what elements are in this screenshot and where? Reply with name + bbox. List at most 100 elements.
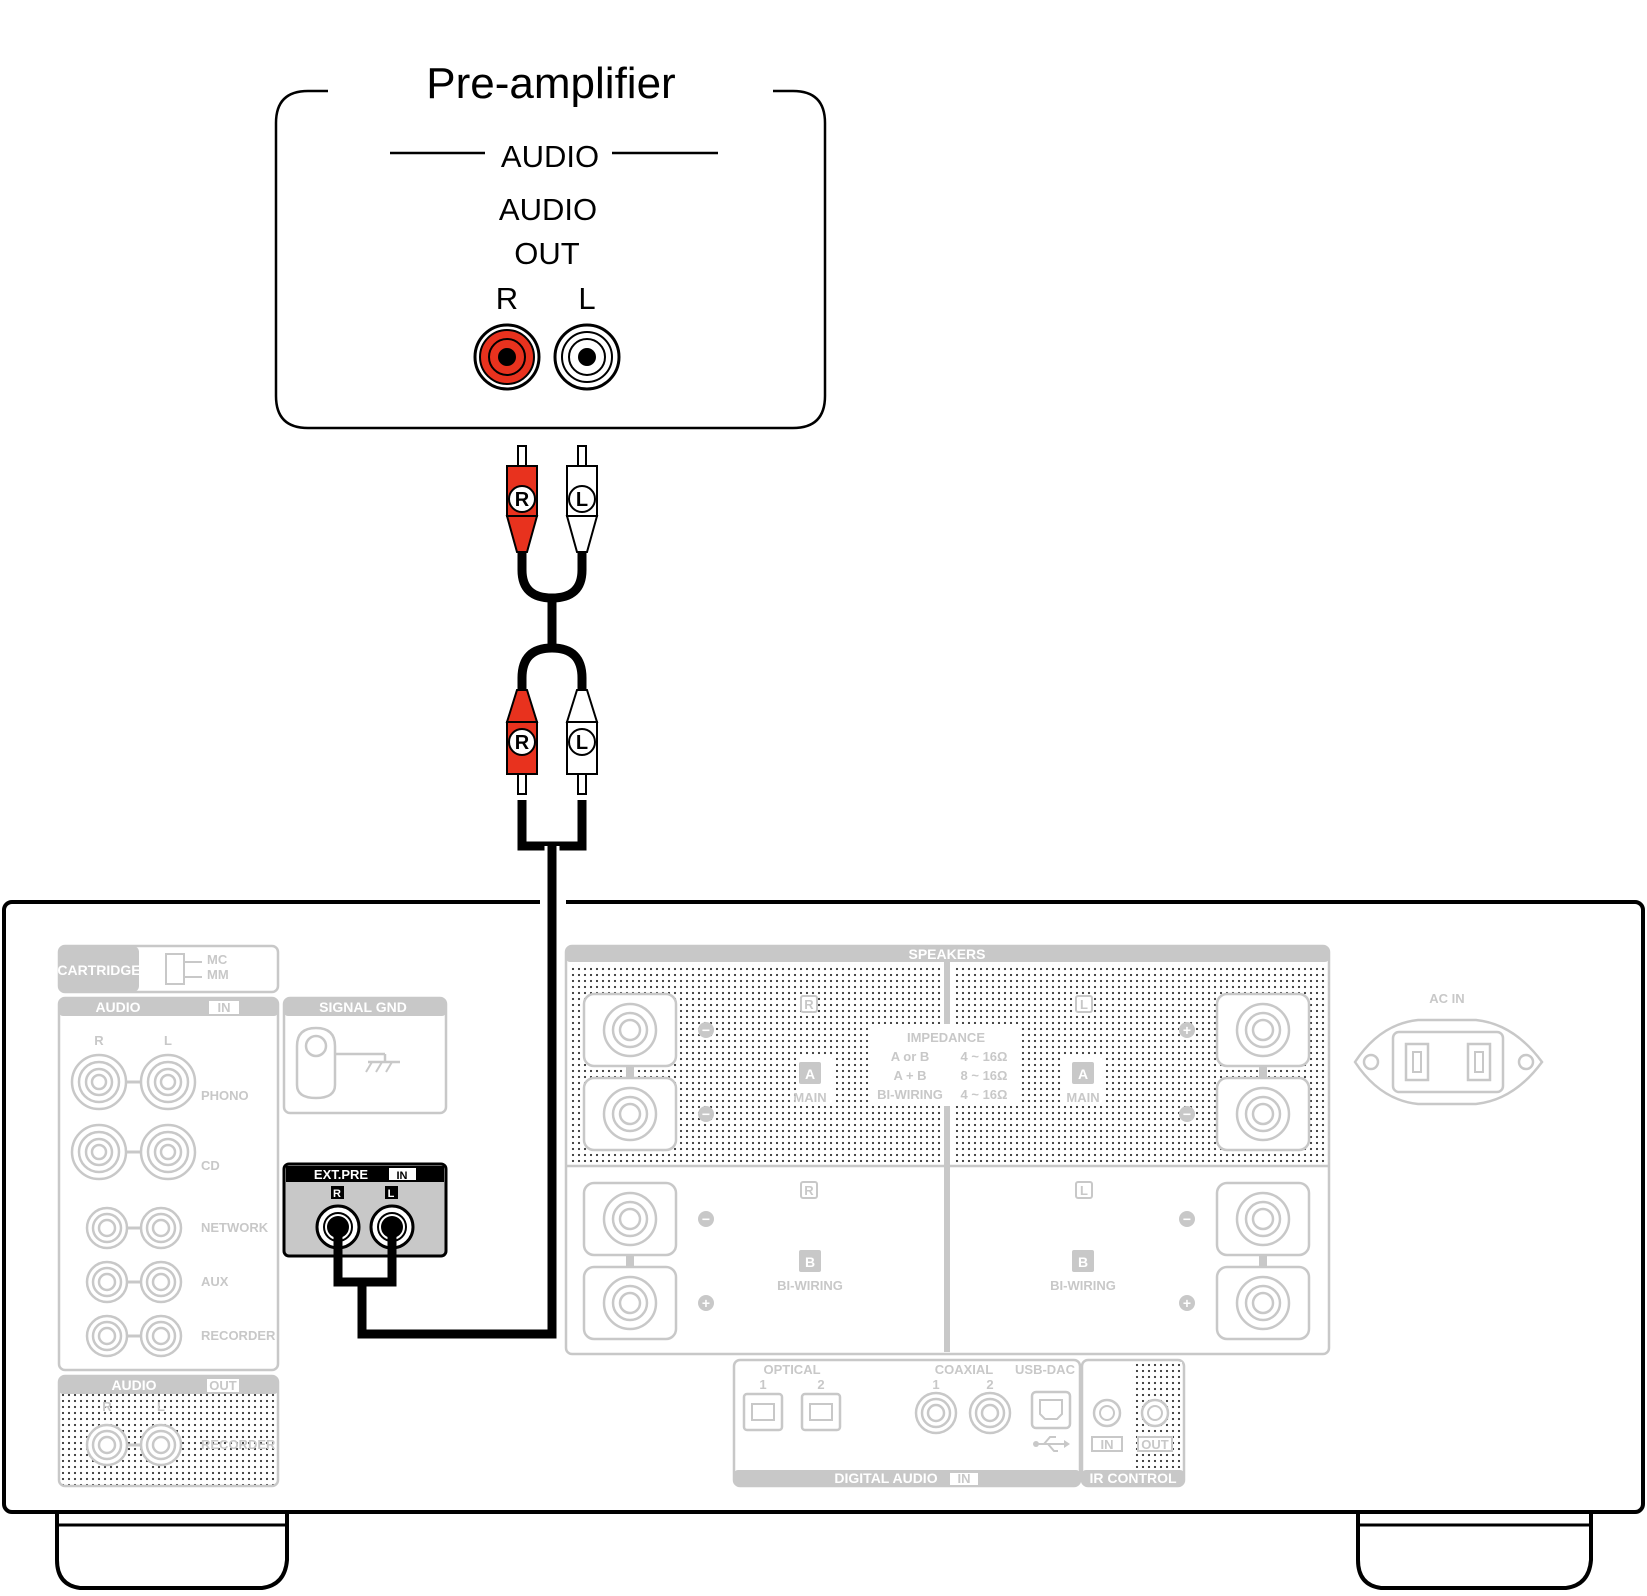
svg-text:+: + — [1183, 1022, 1191, 1038]
ir-out-jack — [1140, 1398, 1170, 1428]
ir-out-tag: OUT — [1141, 1437, 1169, 1452]
optical-2-port — [800, 1392, 842, 1432]
in-r-label: R — [94, 1033, 104, 1048]
cartridge-label: CARTRIDGE — [57, 962, 140, 978]
b-right-badge: B — [1078, 1254, 1088, 1270]
imp-row2-value: 8 ~ 16Ω — [961, 1068, 1008, 1083]
audio-in-label: AUDIO — [95, 999, 140, 1015]
audio-out-panel: AUDIO OUT R L RECORDER — [57, 1374, 280, 1488]
recorder-in-label: RECORDER — [201, 1328, 276, 1343]
signal-gnd-panel: SIGNAL GND — [282, 996, 448, 1115]
audio-out-label-1: AUDIO — [499, 192, 597, 227]
svg-text:−: − — [1183, 1211, 1191, 1227]
main-r-minus-terminal — [582, 1076, 678, 1152]
aux-label: AUX — [201, 1274, 229, 1289]
phono-label: PHONO — [201, 1088, 249, 1103]
phono-r-jack — [70, 1053, 128, 1111]
b-left-badge: B — [805, 1254, 815, 1270]
main-r-badge: R — [804, 997, 814, 1012]
phono-l-jack — [139, 1053, 197, 1111]
digital-audio-panel: DIGITAL AUDIO IN OPTICAL 1 2 COAXIAL 1 2… — [732, 1358, 1082, 1488]
rca-cable: R L R L — [505, 445, 599, 851]
bottom-l-plug: L — [565, 689, 599, 795]
ir-in-jack — [1092, 1398, 1122, 1428]
coaxial-label: COAXIAL — [935, 1362, 994, 1377]
main-right-label: MAIN — [1066, 1090, 1099, 1105]
imp-row3-label: BI-WIRING — [877, 1087, 943, 1102]
ext-pre-in-tag: IN — [397, 1170, 408, 1182]
usb-dac-label: USB-DAC — [1015, 1362, 1076, 1377]
a-right-badge: A — [1078, 1066, 1088, 1082]
impedance-label: IMPEDANCE — [907, 1030, 985, 1045]
svg-text:+: + — [702, 1295, 710, 1311]
ir-in-tag: IN — [1101, 1437, 1114, 1452]
main-left-label: MAIN — [793, 1090, 826, 1105]
recorder-out-r-jack — [85, 1423, 129, 1467]
svg-text:−: − — [702, 1106, 710, 1122]
audio-in-tag: IN — [218, 1000, 231, 1015]
cd-l-jack — [139, 1123, 197, 1181]
a-left-badge: A — [805, 1066, 815, 1082]
cd-r-jack — [70, 1123, 128, 1181]
network-r-jack — [85, 1206, 129, 1250]
coaxial-2-jack — [968, 1391, 1012, 1435]
audio-out-label: AUDIO — [111, 1377, 156, 1393]
mm-label: MM — [207, 967, 229, 982]
preamp-box: Pre-amplifier AUDIO AUDIO OUT R L — [274, 59, 827, 430]
bottom-r-plug: R — [505, 689, 539, 795]
coaxial-2-label: 2 — [986, 1377, 993, 1392]
main-l-badge: L — [1080, 997, 1088, 1012]
coaxial-1-jack — [914, 1391, 958, 1435]
cartridge-switch-panel: CARTRIDGE MC MM — [57, 944, 280, 994]
top-r-plug: R — [505, 445, 539, 553]
optical-1-port — [742, 1392, 784, 1432]
bi-r-minus-terminal — [582, 1181, 678, 1257]
in-l-label: L — [164, 1033, 172, 1048]
imp-row2-label: A + B — [893, 1068, 926, 1083]
ext-pre-r-label: R — [333, 1188, 341, 1200]
aux-r-jack — [85, 1260, 129, 1304]
bottom-r-plug-label: R — [515, 732, 530, 754]
usb-icon — [1033, 1436, 1070, 1452]
network-l-jack — [139, 1206, 183, 1250]
bi-wiring-right-label: BI-WIRING — [1050, 1278, 1116, 1293]
ext-pre-label: EXT.PRE — [314, 1167, 369, 1182]
ac-in-label: AC IN — [1429, 991, 1464, 1006]
recorder-in-l-jack — [139, 1314, 183, 1358]
recorder-out-label: RECORDER — [201, 1437, 276, 1452]
preamp-section-label: AUDIO — [501, 139, 599, 174]
optical-1-label: 1 — [759, 1377, 766, 1392]
bi-l-plus-terminal — [1215, 1265, 1311, 1341]
audio-in-panel: AUDIO IN R L PHONO CD NETWORK AUX RECORD — [57, 996, 280, 1372]
bi-wiring-left-label: BI-WIRING — [777, 1278, 843, 1293]
cd-label: CD — [201, 1158, 220, 1173]
main-r-plus-terminal — [582, 992, 678, 1068]
svg-text:+: + — [1183, 1295, 1191, 1311]
speakers-panel: SPEAKERS IMPEDANCE A or B 4 ~ 16Ω A + B … — [564, 944, 1331, 1356]
amplifier-rear-panel: CARTRIDGE MC MM AUDIO IN R L PHONO CD — [2, 894, 1645, 1590]
imp-row3-value: 4 ~ 16Ω — [961, 1087, 1008, 1102]
preamp-r-label: R — [496, 281, 518, 316]
top-r-plug-label: R — [515, 489, 530, 511]
signal-gnd-label: SIGNAL GND — [319, 999, 407, 1015]
bi-r-badge: R — [804, 1183, 814, 1198]
aux-l-jack — [139, 1260, 183, 1304]
bottom-l-plug-label: L — [576, 732, 588, 754]
svg-text:−: − — [702, 1211, 710, 1227]
ext-pre-in-panel: EXT.PRE IN R L — [282, 1162, 448, 1258]
network-label: NETWORK — [201, 1220, 269, 1235]
imp-row1-value: 4 ~ 16Ω — [961, 1049, 1008, 1064]
top-l-plug: L — [565, 445, 599, 553]
imp-row1-label: A or B — [891, 1049, 930, 1064]
preamp-l-jack — [553, 323, 621, 391]
audio-out-label-2: OUT — [514, 236, 580, 271]
bi-l-badge: L — [1080, 1183, 1088, 1198]
bi-l-minus-terminal — [1215, 1181, 1311, 1257]
optical-label: OPTICAL — [763, 1362, 820, 1377]
mc-label: MC — [207, 952, 228, 967]
bi-r-plus-terminal — [582, 1265, 678, 1341]
ir-control-panel: IR CONTROL IN OUT — [1080, 1358, 1186, 1488]
main-l-plus-terminal — [1215, 992, 1311, 1068]
audio-out-tag: OUT — [209, 1378, 237, 1393]
